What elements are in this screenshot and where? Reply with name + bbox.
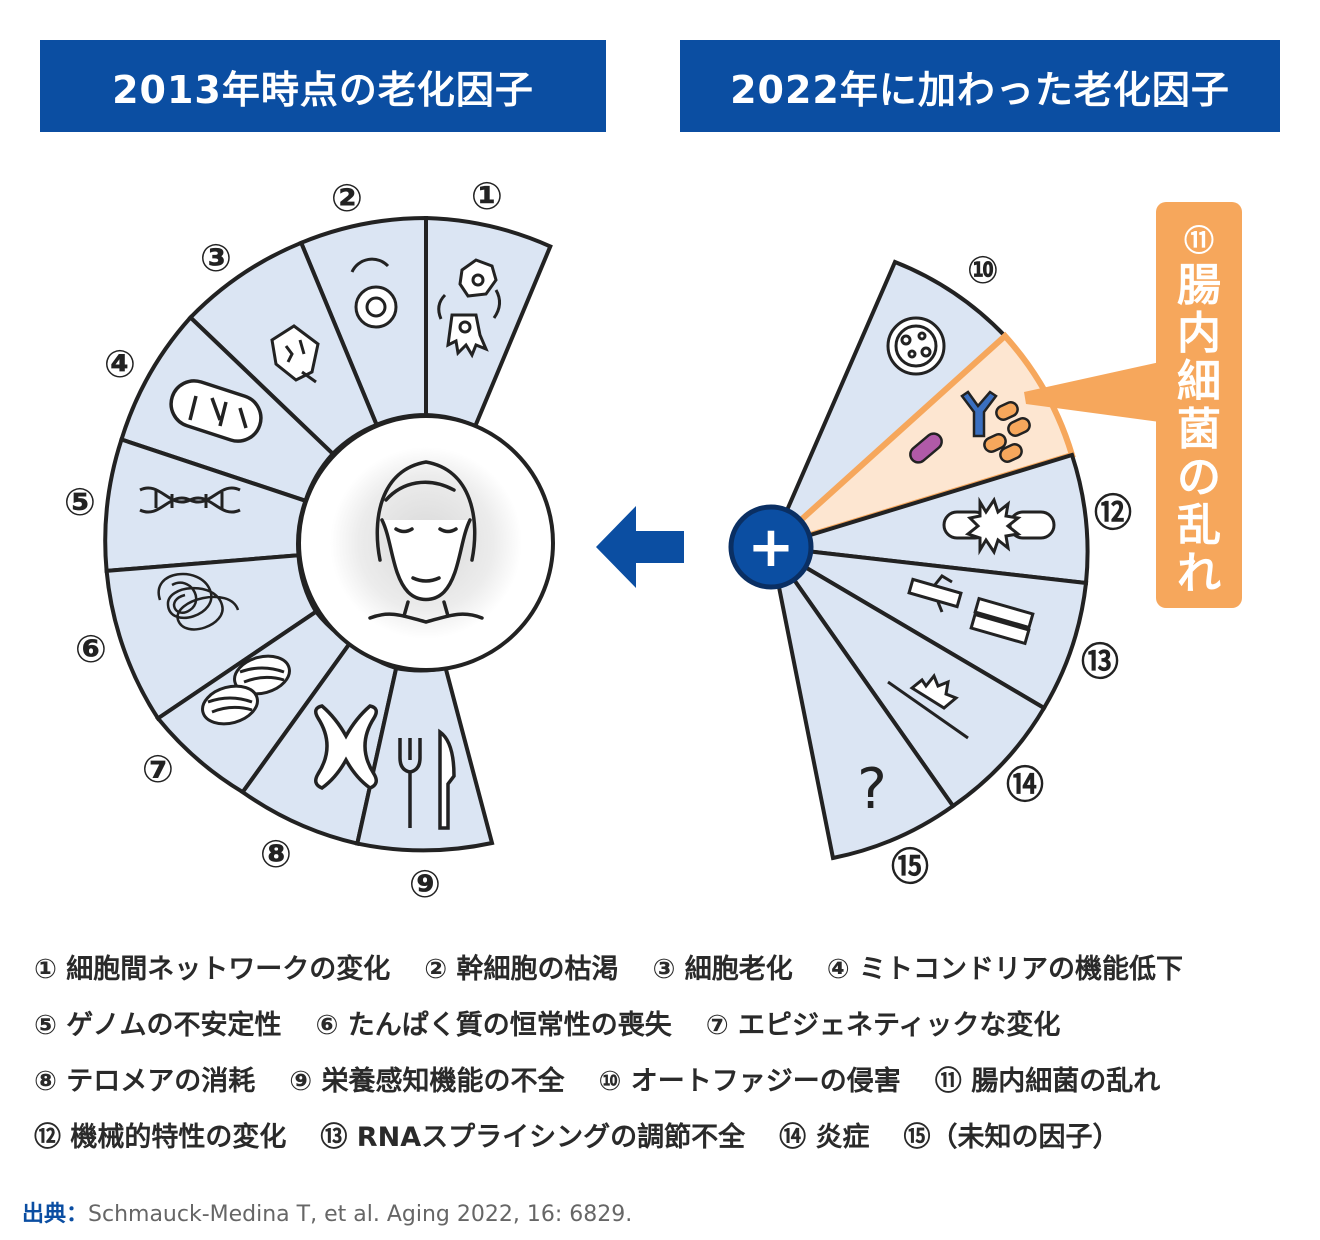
segment-14 [769,545,1047,809]
number-10: ⑩ [967,248,999,292]
segment-13 [769,545,1089,711]
segment-10 [769,259,1008,549]
chromatin-icon [201,654,291,726]
source-citation: 出典：Schmauck-Medina T, et al. Aging 2022,… [22,1196,632,1228]
legend-item: ⑭ 炎症 [779,1121,870,1153]
number-3: ③ [200,236,232,280]
legend-item: ⑩ オートファジーの侵害 [598,1065,901,1097]
legend-item: ⑮（未知の因子） [903,1121,1120,1153]
senescent-cell-icon [270,324,320,384]
legend-item-highlighted: ⑪ 腸内細菌の乱れ [928,1059,1165,1106]
legend-item: ⑫ 機械的特性の変化 [34,1121,287,1153]
number-2: ② [331,176,363,220]
plus-symbol: + [748,515,795,580]
number-14: ⑭ [1006,763,1044,807]
left-number-labels: ① ② ③ ④ ⑤ ⑥ ⑦ ⑧ ⑨ [64,174,503,906]
legend-item: ⑬ RNAスプライシングの調節不全 [320,1121,746,1153]
aging-face-icon [368,460,484,624]
dna-icon [139,486,241,514]
protein-tangle-icon [157,572,240,631]
legend-item: ④ ミトコンドリアの機能低下 [826,953,1184,985]
number-5: ⑤ [64,480,96,524]
inflammation-icon [887,673,969,740]
callout-pointer [1024,362,1160,422]
header-2022: 2022年に加わった老化因子 [680,40,1280,132]
segment-15 [769,545,956,861]
number-7: ⑦ [142,747,174,791]
number-12: ⑫ [1094,491,1132,535]
legend: ① 細胞間ネットワークの変化 ② 幹細胞の枯渇 ③ 細胞老化 ④ ミトコンドリア… [34,938,1294,1162]
legend-item: ② 幹細胞の枯渇 [424,953,619,985]
legend-item: ⑨ 栄養感知機能の不全 [289,1065,565,1097]
legend-item: ① 細胞間ネットワークの変化 [34,953,391,985]
gut-bacteria-callout: ⑪ 腸内細菌の乱れ [1156,202,1242,608]
mechanical-break-icon [942,496,1056,556]
callout-number: ⑪ [1184,224,1214,259]
number-13: ⑬ [1081,640,1119,684]
segment-1 [424,215,553,429]
fork-knife-icon [398,728,456,830]
plus-circle [728,504,814,590]
source-text: Schmauck-Medina T, et al. Aging 2022, 16… [88,1202,633,1227]
right-number-labels: ⑩ ⑫ ⑬ ⑭ ⑮ [891,248,1132,889]
legend-item: ⑦ エピジェネティックな変化 [705,1009,1061,1041]
number-15: ⑮ [891,845,929,889]
segment-12 [770,452,1090,586]
legend-item: ③ 細胞老化 [652,953,793,985]
left-fan [103,215,555,853]
mitochondria-icon [169,379,263,443]
legend-row: ⑫ 機械的特性の変化 ⑬ RNAスプライシングの調節不全 ⑭ 炎症 ⑮（未知の因… [34,1106,1294,1162]
number-6: ⑥ [75,627,107,671]
callout-text: 腸内細菌の乱れ [1177,260,1221,599]
legend-row: ⑤ ゲノムの不安定性 ⑥ たんぱく質の恒常性の喪失 ⑦ エピジェネティックな変化 [34,994,1294,1050]
number-1: ① [471,174,503,218]
legend-item: ⑥ たんぱく質の恒常性の喪失 [315,1009,672,1041]
cell-network-icon [437,258,501,359]
left-arrow-icon [596,506,684,588]
unknown-factor-icon: ? [857,757,887,822]
number-9: ⑨ [409,862,441,906]
gut-bacteria-icon [909,390,1031,464]
right-fan: ? [768,259,1160,861]
source-label: 出典： [22,1202,89,1227]
chromosome-icon [314,704,378,790]
legend-row: ⑧ テロメアの消耗 ⑨ 栄養感知機能の不全 ⑩ オートファジーの侵害 ⑪ 腸内細… [34,1050,1294,1106]
autophagy-icon [886,316,946,376]
legend-item: ⑤ ゲノムの不安定性 [34,1009,282,1041]
legend-row: ① 細胞間ネットワークの変化 ② 幹細胞の枯渇 ③ 細胞老化 ④ ミトコンドリア… [34,938,1294,994]
rna-splicing-icon [907,574,1035,646]
number-8: ⑧ [260,832,292,876]
header-2013: 2013年時点の老化因子 [40,40,606,132]
legend-item: ⑧ テロメアの消耗 [34,1065,256,1097]
number-4: ④ [104,342,136,386]
stem-cell-icon [350,257,398,329]
